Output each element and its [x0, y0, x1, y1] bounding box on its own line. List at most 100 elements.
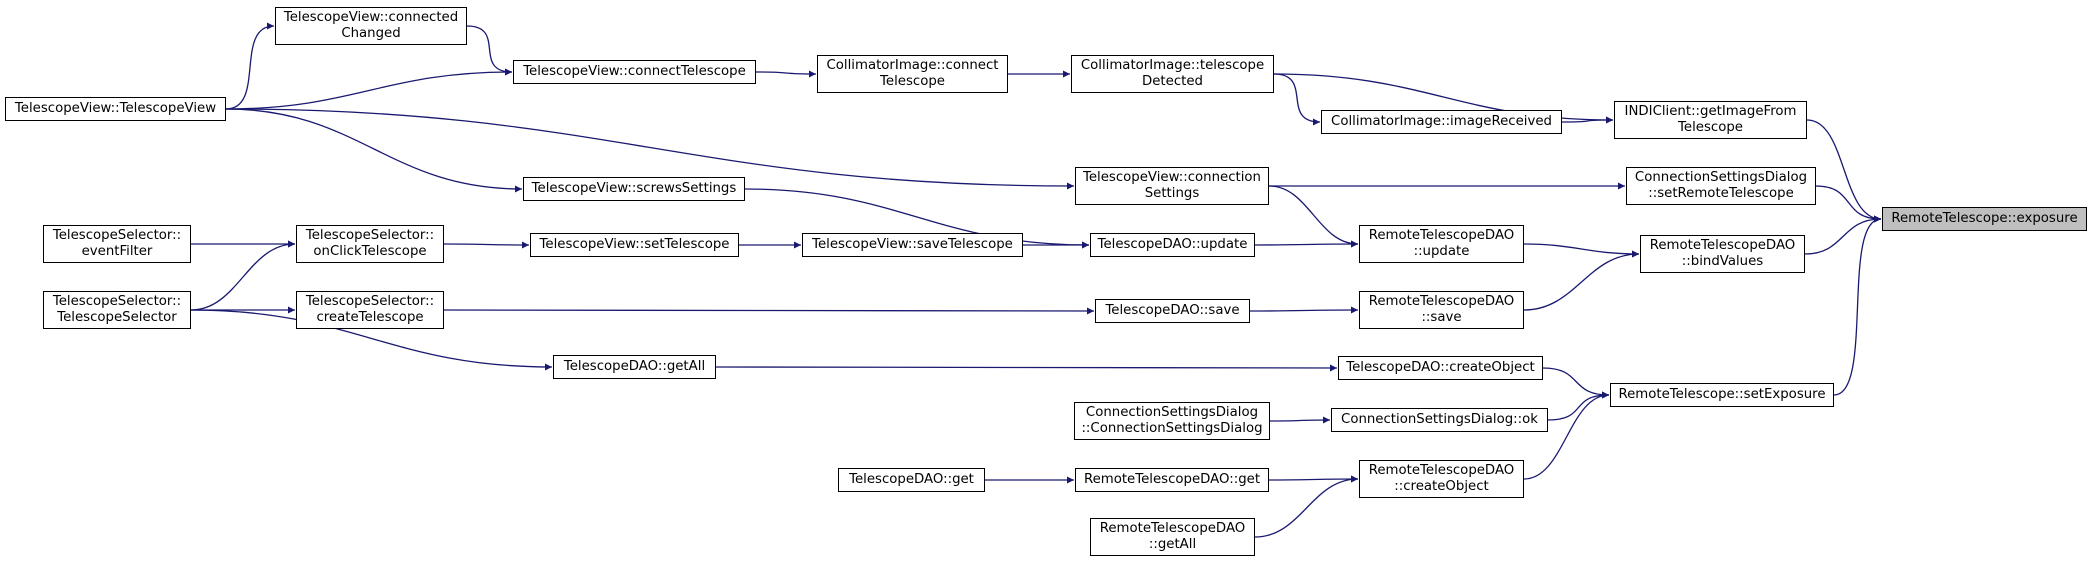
node-label-line: RemoteTelescopeDAO — [1368, 294, 1515, 309]
node-tdao-get-all[interactable]: TelescopeDAO::getAll — [553, 355, 716, 379]
edge-rtdao-get-to-rtdao-create-object — [1268, 475, 1359, 483]
edge-ts-on-click-to-tv-set-telescope — [443, 241, 530, 249]
edge-csd-ok-to-rt-set-exposure — [1547, 391, 1610, 421]
edge-tv-telescope-view-to-tv-connection-settings — [225, 108, 1075, 190]
node-tv-telescope-view[interactable]: TelescopeView::TelescopeView — [5, 97, 226, 121]
node-label-line: TelescopeView::TelescopeView — [14, 101, 217, 116]
node-label-line: TelescopeSelector:: — [52, 294, 182, 309]
node-label-line: TelescopeView::connectTelescope — [523, 64, 746, 79]
node-label-line: ::getAll — [1148, 537, 1197, 552]
edge-rtdao-bind-values-to-rt-exposure — [1804, 215, 1882, 255]
node-label-line: RemoteTelescopeDAO — [1368, 228, 1515, 243]
node-ts-selector[interactable]: TelescopeSelector::TelescopeSelector — [43, 291, 191, 329]
node-rtdao-get-all[interactable]: RemoteTelescopeDAO::getAll — [1090, 518, 1255, 556]
node-label-line: onClickTelescope — [313, 244, 427, 259]
node-ts-create-telescope[interactable]: TelescopeSelector::createTelescope — [296, 291, 444, 329]
node-rtdao-save[interactable]: RemoteTelescopeDAO::save — [1359, 291, 1524, 329]
edge-csd-set-remote-to-rt-exposure — [1815, 185, 1882, 223]
node-label-line: ::save — [1421, 310, 1462, 325]
node-tdao-create-object[interactable]: TelescopeDAO::createObject — [1338, 356, 1543, 380]
node-label-line: ::update — [1413, 244, 1470, 259]
node-label-line: Changed — [341, 26, 401, 41]
node-tv-set-telescope[interactable]: TelescopeView::setTelescope — [530, 233, 739, 257]
node-tdao-update[interactable]: TelescopeDAO::update — [1090, 233, 1255, 257]
node-label-line: TelescopeView::screwsSettings — [531, 181, 737, 196]
edge-rtdao-save-to-rtdao-bind-values — [1523, 250, 1640, 311]
node-label-line: Telescope — [1678, 120, 1743, 135]
edge-tv-connect-telescope-to-ci-connect-telescope — [755, 70, 817, 78]
node-label-line: RemoteTelescopeDAO — [1368, 463, 1515, 478]
node-label-line: Telescope — [880, 74, 945, 89]
node-label-line: ::ConnectionSettingsDialog — [1081, 421, 1263, 436]
node-rtdao-update[interactable]: RemoteTelescopeDAO::update — [1359, 225, 1524, 263]
node-label-line: TelescopeView::setTelescope — [539, 237, 730, 252]
node-rt-set-exposure[interactable]: RemoteTelescope::setExposure — [1610, 383, 1834, 407]
edge-ts-create-telescope-to-tdao-save — [443, 307, 1095, 315]
edge-tv-telescope-view-to-tv-connect-telescope — [225, 68, 513, 110]
node-label-line: TelescopeDAO::update — [1097, 237, 1248, 252]
edge-tdao-update-to-rtdao-update — [1254, 240, 1359, 248]
node-label-line: RemoteTelescopeDAO — [1649, 238, 1796, 253]
node-label-line: TelescopeSelector:: — [305, 228, 435, 243]
node-label-line: TelescopeSelector:: — [52, 228, 182, 243]
node-label-line: TelescopeDAO::getAll — [563, 359, 706, 374]
node-label-line: ::bindValues — [1681, 254, 1764, 269]
node-tv-save-telescope[interactable]: TelescopeView::saveTelescope — [802, 233, 1023, 257]
node-label-line: TelescopeDAO::createObject — [1346, 360, 1535, 375]
edge-rtdao-create-object-to-rt-set-exposure — [1523, 391, 1610, 480]
edge-ci-telescope-detected-to-ci-image-received — [1273, 73, 1321, 126]
node-tdao-get[interactable]: TelescopeDAO::get — [838, 468, 985, 492]
node-rtdao-get[interactable]: RemoteTelescopeDAO::get — [1075, 468, 1269, 492]
node-ts-on-click[interactable]: TelescopeSelector::onClickTelescope — [296, 225, 444, 263]
node-label-line: TelescopeSelector:: — [305, 294, 435, 309]
node-label-line: TelescopeSelector — [57, 310, 177, 325]
node-label-line: CollimatorImage::connect — [826, 58, 999, 73]
node-label-line: eventFilter — [81, 244, 153, 259]
node-csd-ctor[interactable]: ConnectionSettingsDialog::ConnectionSett… — [1074, 402, 1270, 440]
edge-tv-screws-settings-to-tdao-update — [744, 188, 1090, 249]
node-label-line: ConnectionSettingsDialog::ok — [1341, 412, 1538, 427]
edge-rt-set-exposure-to-rt-exposure — [1833, 215, 1882, 396]
node-rtdao-create-object[interactable]: RemoteTelescopeDAO::createObject — [1359, 460, 1524, 498]
node-label-line: TelescopeDAO::save — [1105, 303, 1240, 318]
edge-rtdao-update-to-rtdao-bind-values — [1523, 243, 1640, 258]
node-label-line: RemoteTelescopeDAO — [1099, 521, 1246, 536]
edge-ts-selector-to-ts-on-click — [190, 240, 296, 311]
node-tv-screws-settings[interactable]: TelescopeView::screwsSettings — [523, 177, 745, 201]
edge-tv-connection-settings-to-rtdao-update — [1268, 185, 1359, 248]
node-ci-image-received[interactable]: CollimatorImage::imageReceived — [1321, 110, 1562, 134]
node-label-line: TelescopeView::connection — [1083, 170, 1261, 185]
edge-ci-image-received-to-indi-get-image — [1561, 116, 1614, 124]
node-label-line: Detected — [1142, 74, 1203, 89]
node-label-line: Settings — [1144, 186, 1200, 201]
edge-tv-telescope-view-to-tv-screws-settings — [225, 108, 523, 193]
node-csd-ok[interactable]: ConnectionSettingsDialog::ok — [1331, 408, 1548, 432]
edge-tv-telescope-view-to-tv-connected-changed — [225, 22, 275, 110]
edge-tv-connected-changed-to-tv-connect-telescope — [466, 25, 513, 76]
edge-indi-get-image-to-rt-exposure — [1806, 119, 1882, 223]
node-ts-event-filter[interactable]: TelescopeSelector::eventFilter — [43, 225, 191, 263]
node-label-line: INDIClient::getImageFrom — [1624, 104, 1797, 119]
node-label-line: RemoteTelescopeDAO::get — [1083, 472, 1261, 487]
node-label-line: createTelescope — [316, 310, 424, 325]
node-label-line: TelescopeDAO::get — [849, 472, 974, 487]
node-label-line: RemoteTelescope::exposure — [1891, 211, 2078, 226]
node-tdao-save[interactable]: TelescopeDAO::save — [1095, 299, 1250, 323]
edge-tdao-create-object-to-rt-set-exposure — [1542, 367, 1610, 399]
edge-ts-selector-to-tdao-get-all — [190, 309, 553, 371]
node-rt-exposure[interactable]: RemoteTelescope::exposure — [1882, 207, 2087, 231]
node-csd-set-remote[interactable]: ConnectionSettingsDialog::setRemoteTeles… — [1626, 167, 1816, 205]
node-rtdao-bind-values[interactable]: RemoteTelescopeDAO::bindValues — [1640, 235, 1805, 273]
edge-csd-ctor-to-csd-ok — [1269, 416, 1331, 424]
node-tv-connect-telescope[interactable]: TelescopeView::connectTelescope — [513, 60, 756, 84]
node-label-line: ::createObject — [1394, 479, 1489, 494]
node-label-line: ConnectionSettingsDialog — [1085, 405, 1259, 420]
edge-tdao-save-to-rtdao-save — [1249, 306, 1359, 314]
